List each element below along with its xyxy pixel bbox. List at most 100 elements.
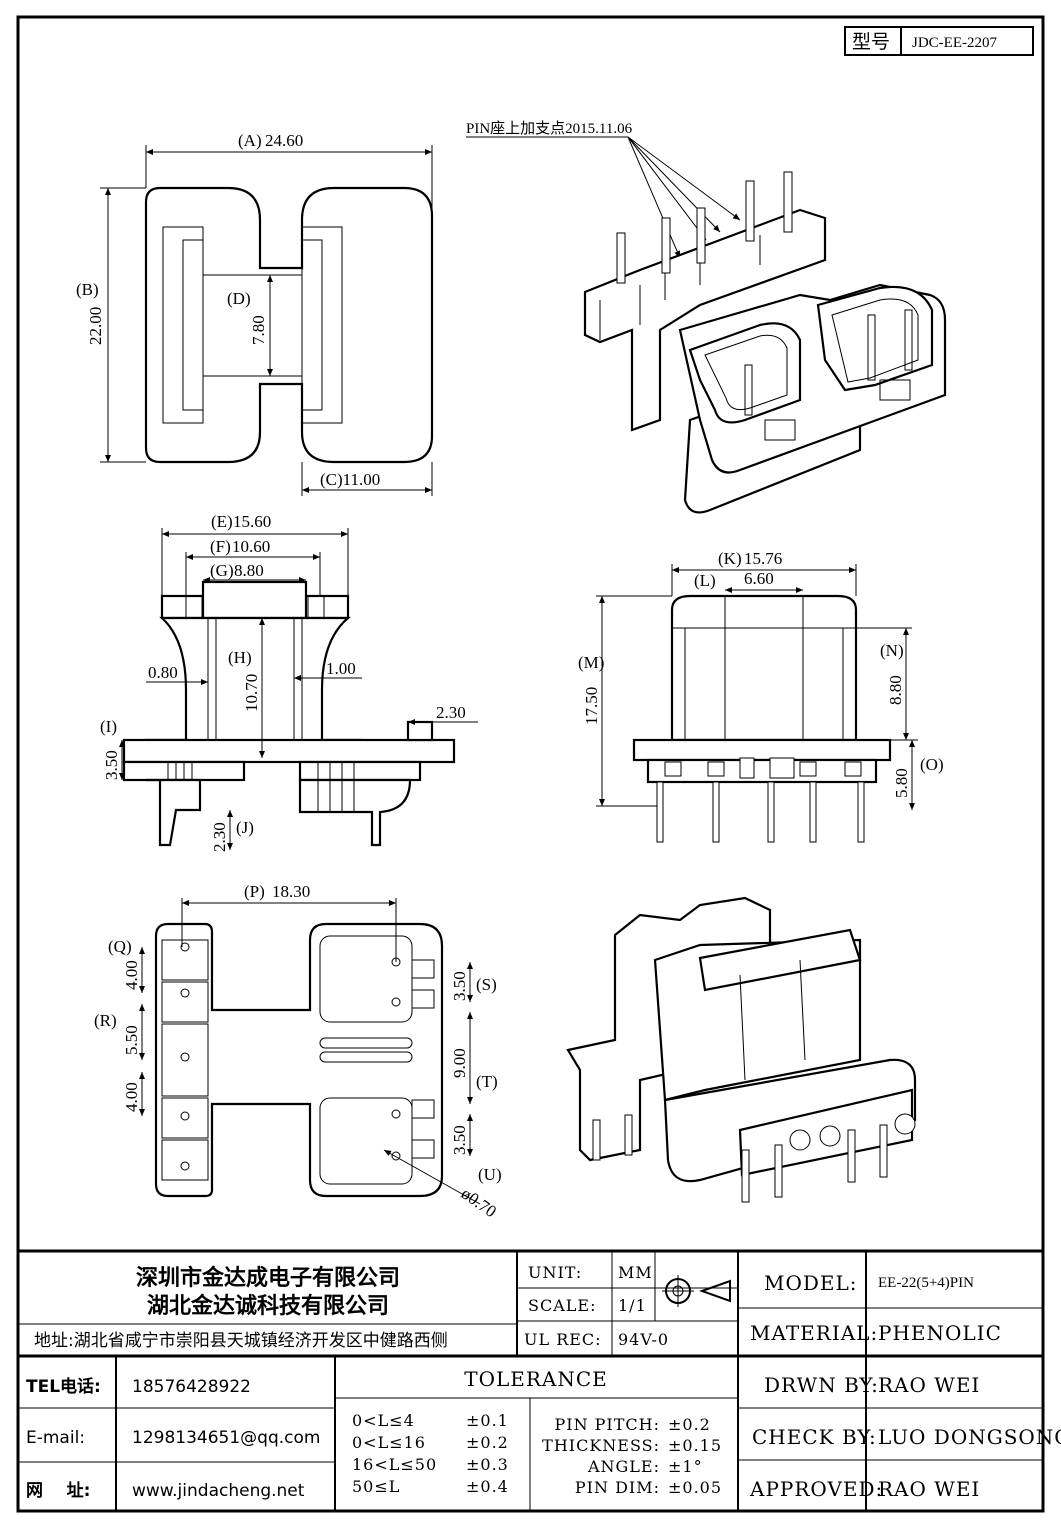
tol-value-1: ±0.2 <box>466 1433 509 1452</box>
dim-m-label: (M) <box>578 653 604 672</box>
dim-t-label: (T) <box>476 1072 498 1091</box>
pin-annotation: PIN座上加支点2015.11.06 <box>466 120 633 137</box>
scale-value: 1/1 <box>618 1296 647 1315</box>
dim-i-value: 3.50 <box>102 750 121 780</box>
tel-label: TEL电话: <box>26 1376 101 1397</box>
isometric-view-top: PIN座上加支点2015.11.06 <box>466 120 947 514</box>
title-block: 深圳市金达成电子有限公司 湖北金达诚科技有限公司 地址:湖北省咸宁市崇阳县天城镇… <box>18 1249 1061 1511</box>
dim-h-value: 10.70 <box>242 674 261 712</box>
company-name-1: 深圳市金达成电子有限公司 <box>136 1265 400 1291</box>
tol-range-3: 50≤L <box>352 1477 400 1496</box>
dim-t2-value: 3.50 <box>450 1125 469 1155</box>
tol-extra-label-1: THICKNESS: <box>542 1436 660 1455</box>
dim-g-label: (G) <box>210 561 234 580</box>
dim-top-right: 2.30 <box>436 703 466 722</box>
approved-label: APPROVED: <box>749 1477 883 1501</box>
dim-h-label: (H) <box>228 648 252 667</box>
dim-r-value: 5.50 <box>122 1025 141 1055</box>
dim-c: (C)11.00 <box>320 470 380 489</box>
dim-q-value: 4.00 <box>122 960 141 990</box>
dim-i-label: (I) <box>100 717 117 736</box>
tol-value-2: ±0.3 <box>466 1455 509 1474</box>
dim-f-value: 10.60 <box>232 537 270 556</box>
side-view: (K) 15.76 (L) 6.60 (M) 17.50 (N) 8.80 (O… <box>578 549 944 843</box>
dim-o-value: 5.80 <box>892 768 911 798</box>
drawn-label: DRWN BY: <box>764 1373 879 1397</box>
dim-k-label: (K) <box>718 549 742 568</box>
dim-u-label: (U) <box>478 1165 502 1184</box>
dim-d-value: 7.80 <box>249 315 268 345</box>
model-code-value: JDC-EE-2207 <box>912 35 997 51</box>
tol-extra-value-1: ±0.15 <box>668 1436 722 1455</box>
model-label: MODEL: <box>764 1271 858 1295</box>
tol-extra-value-0: ±0.2 <box>668 1415 711 1434</box>
dim-s-label: (S) <box>476 975 497 994</box>
tol-extra-label-0: PIN PITCH: <box>554 1415 660 1434</box>
dim-b-value: 22.00 <box>86 307 105 345</box>
drawn-value: RAO WEI <box>878 1373 980 1397</box>
projection-symbol-icon <box>662 1275 731 1307</box>
tol-range-1: 0<L≤16 <box>352 1433 426 1452</box>
tol-extra-value-3: ±0.05 <box>668 1478 722 1497</box>
dim-s-value: 3.50 <box>450 971 469 1001</box>
dim-m-value: 17.50 <box>582 687 601 725</box>
dim-r-label: (R) <box>94 1011 117 1030</box>
top-view: (A) 24.60 (B) 22.00 (C)11.00 (D) 7.80 <box>76 131 434 496</box>
dim-side-right: 1.00 <box>326 659 356 678</box>
email-label: E-mail: <box>26 1428 85 1448</box>
web-value: www.jindacheng.net <box>132 1481 305 1501</box>
dim-g-value: 8.80 <box>234 561 264 580</box>
dim-l-label: (L) <box>694 571 716 590</box>
dim-p-value: 18.30 <box>272 882 310 901</box>
dim-d-label: (D) <box>227 289 251 308</box>
model-value: EE-22(5+4)PIN <box>878 1275 974 1291</box>
dim-e-label: (E) <box>211 512 233 531</box>
dim-p-label: (P) <box>244 882 265 901</box>
tel-value: 18576428922 <box>132 1377 251 1397</box>
dim-k-value: 15.76 <box>744 549 782 568</box>
front-view: (E) 15.60 (F) 10.60 (G) 8.80 (H) 10.70 0… <box>100 512 478 852</box>
company-address: 地址:湖北省咸宁市崇阳县天城镇经济开发区中健路西侧 <box>34 1331 448 1351</box>
model-code-label: 型号 <box>852 31 890 53</box>
material-value: PHENOLIC <box>878 1321 1002 1345</box>
company-name-2: 湖北金达诚科技有限公司 <box>147 1293 389 1319</box>
isometric-view-bottom <box>566 896 917 1203</box>
dim-f-label: (F) <box>210 537 231 556</box>
tol-extra-value-2: ±1° <box>668 1457 703 1476</box>
dim-b-label: (B) <box>76 280 99 299</box>
material-label: MATERIAL: <box>750 1321 878 1345</box>
bottom-view: (P) 18.30 (Q) 4.00 (R) 5.50 4.00 (S) 3.5… <box>94 882 502 1221</box>
tol-value-0: ±0.1 <box>466 1411 509 1430</box>
tolerance-title: TOLERANCE <box>464 1367 608 1391</box>
tol-extra-label-3: PIN DIM: <box>575 1478 660 1497</box>
web-label: 网 址: <box>26 1481 90 1501</box>
dim-j-value: 2.30 <box>210 822 229 852</box>
dim-a-label: (A) <box>238 131 262 150</box>
ulrec-value: 94V-0 <box>618 1330 669 1349</box>
dim-t-value: 9.00 <box>450 1048 469 1078</box>
email-value: 1298134651@qq.com <box>132 1428 320 1448</box>
tol-value-3: ±0.4 <box>466 1477 509 1496</box>
dim-a-value: 24.60 <box>265 131 303 150</box>
dim-side-left: 0.80 <box>148 663 178 682</box>
dim-n-label: (N) <box>880 641 904 660</box>
tol-extra-label-2: ANGLE: <box>587 1457 660 1476</box>
scale-label: SCALE: <box>528 1296 596 1315</box>
tol-range-0: 0<L≤4 <box>352 1411 415 1430</box>
dim-q-label: (Q) <box>108 937 132 956</box>
model-code-box: 型号 JDC-EE-2207 <box>844 26 1034 56</box>
unit-value: MM <box>618 1263 653 1282</box>
dim-o-label: (O) <box>920 755 944 774</box>
approved-value: RAO WEI <box>878 1477 980 1501</box>
check-label: CHECK BY: <box>752 1425 877 1449</box>
tol-range-2: 16<L≤50 <box>352 1455 437 1474</box>
dim-u-value: ø0.70 <box>458 1184 500 1222</box>
check-value: LUO DONGSONG <box>878 1425 1061 1449</box>
dim-e-value: 15.60 <box>233 512 271 531</box>
ulrec-label: UL REC: <box>524 1330 602 1349</box>
unit-label: UNIT: <box>528 1263 582 1282</box>
dim-l-value: 6.60 <box>744 569 774 588</box>
dim-n-value: 8.80 <box>886 675 905 705</box>
dim-j-label: (J) <box>236 818 254 837</box>
